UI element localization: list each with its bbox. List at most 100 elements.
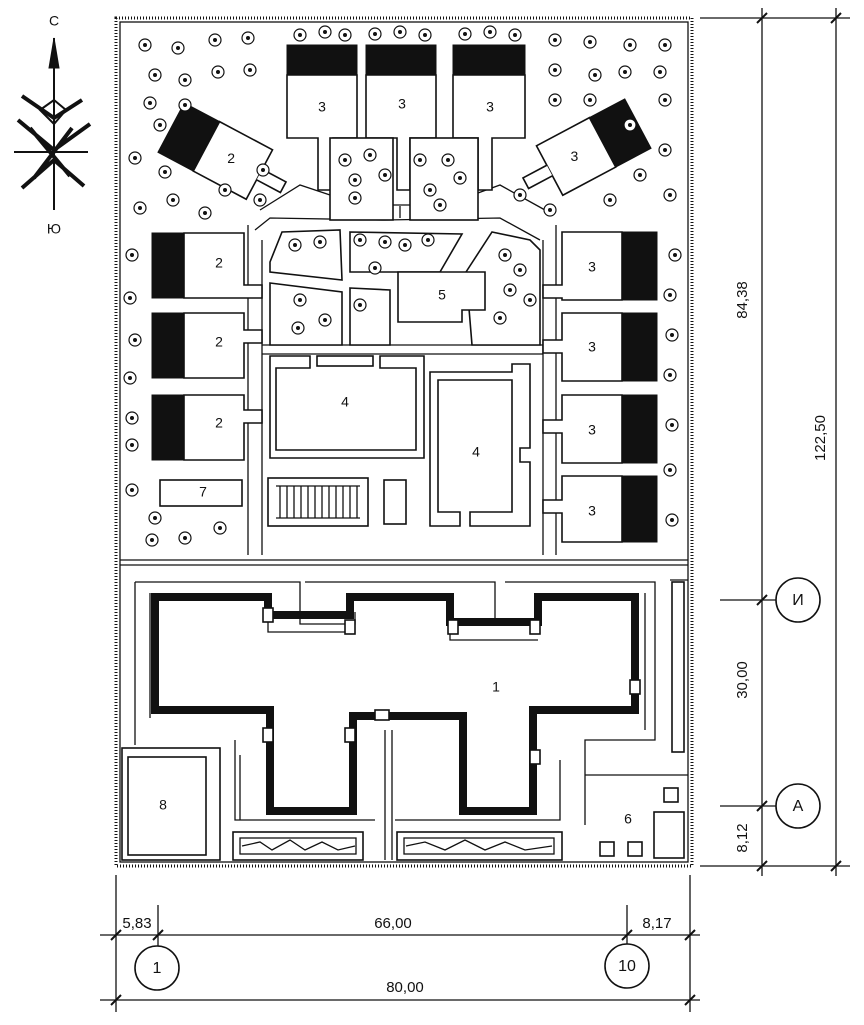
house-e3: 3 (542, 394, 658, 464)
tree-icon (363, 148, 377, 162)
tree-icon (498, 248, 512, 262)
tree-icon (133, 201, 147, 215)
tree-icon (623, 118, 637, 132)
tree-icon (583, 93, 597, 107)
tree-icon (483, 25, 497, 39)
house-e2: 3 (542, 312, 658, 382)
tree-icon (588, 68, 602, 82)
tree-icon (653, 65, 667, 79)
axis-marker-1: 1 (153, 960, 162, 977)
tree-icon (603, 193, 617, 207)
tree-icon (138, 38, 152, 52)
tree-icon (128, 151, 142, 165)
tree-icon (665, 328, 679, 342)
north-arrow: С Ю (14, 13, 92, 237)
tree-icon (125, 248, 139, 262)
tree-icon (291, 321, 305, 335)
tree-icon (143, 96, 157, 110)
tree-icon (256, 163, 270, 177)
zone-label-house-ne: 3 (570, 148, 578, 164)
house-nw: 2 (157, 102, 288, 201)
tree-icon (218, 183, 232, 197)
tree-icon (433, 198, 447, 212)
zone-label-house-w1: 2 (215, 255, 223, 271)
zone-label-house-e1: 3 (588, 259, 596, 275)
zone-label-house-e2: 3 (588, 339, 596, 355)
zone-label-pavilion: 5 (438, 287, 446, 303)
court-left: 4 (269, 355, 425, 459)
dim-right-offset: 8,17 (642, 915, 671, 932)
zone-label-main-building: 1 (492, 679, 500, 695)
house-n3: 3 (452, 44, 526, 191)
playground-equipment (267, 477, 407, 527)
tree-icon (658, 38, 672, 52)
zone-label-house-w3: 2 (215, 415, 223, 431)
tree-icon (663, 463, 677, 477)
tree-icon (318, 25, 332, 39)
tree-icon (318, 313, 332, 327)
tree-icon (503, 283, 517, 297)
west-lot: 7 (159, 479, 243, 507)
tree-icon (508, 28, 522, 42)
zone-label-house-nw: 2 (227, 150, 235, 166)
tree-icon (348, 173, 362, 187)
tree-icon (293, 293, 307, 307)
tree-icon (378, 168, 392, 182)
residential-area: 3 3 3 2 3 2 (123, 25, 682, 555)
tree-icon (208, 33, 222, 47)
tree-icon (421, 233, 435, 247)
main-building-area: 1 (134, 579, 688, 860)
tree-icon (241, 31, 255, 45)
tree-icon (398, 238, 412, 252)
axis-marker-10: 10 (618, 958, 636, 975)
tree-icon (123, 371, 137, 385)
tree-icon (128, 333, 142, 347)
zone-label-house-n3: 3 (486, 99, 494, 115)
dim-total-width: 80,00 (386, 979, 424, 996)
dim-mid-depth: 30,00 (734, 661, 751, 699)
house-w3: 2 (151, 394, 263, 461)
tree-icon (211, 65, 225, 79)
tree-icon (293, 28, 307, 42)
tree-icon (513, 263, 527, 277)
tree-icon (253, 193, 267, 207)
zone-label-house-n1: 3 (318, 99, 326, 115)
tree-icon (353, 233, 367, 247)
tree-icon (368, 261, 382, 275)
dim-south-depth: 8,12 (734, 823, 751, 852)
dim-total-depth: 122,50 (812, 415, 829, 461)
zone-label-service-block: 6 (624, 811, 632, 827)
tree-icon (441, 153, 455, 167)
compass-north-label: С (49, 13, 59, 29)
tree-icon (418, 28, 432, 42)
zone-label-west-lot: 7 (199, 484, 207, 500)
planter-left (232, 831, 364, 861)
axis-marker-I: И (792, 592, 804, 609)
pavilion: 5 (397, 271, 486, 323)
tree-icon (453, 171, 467, 185)
tree-cluster (123, 25, 682, 547)
tree-icon (213, 521, 227, 535)
bottom-dimensions: 5,83 66,00 8,17 80,00 1 10 (100, 875, 700, 1012)
dim-left-offset: 5,83 (122, 915, 151, 932)
tree-icon (178, 98, 192, 112)
tree-icon (665, 418, 679, 432)
tree-icon (148, 68, 162, 82)
tree-icon (633, 168, 647, 182)
tree-icon (338, 28, 352, 42)
dim-span-axes: 66,00 (374, 915, 412, 932)
tree-icon (178, 73, 192, 87)
sw-lot: 8 (121, 747, 221, 861)
site-boundary (114, 16, 694, 868)
zone-label-house-e4: 3 (588, 503, 596, 519)
tree-icon (171, 41, 185, 55)
zone-label-court-left: 4 (341, 394, 349, 410)
house-w1: 2 (151, 232, 263, 299)
tree-icon (158, 165, 172, 179)
tree-icon (125, 411, 139, 425)
tree-icon (123, 291, 137, 305)
tree-icon (338, 153, 352, 167)
tree-icon (353, 298, 367, 312)
zone-label-house-n2: 3 (398, 96, 406, 112)
tree-icon (198, 206, 212, 220)
